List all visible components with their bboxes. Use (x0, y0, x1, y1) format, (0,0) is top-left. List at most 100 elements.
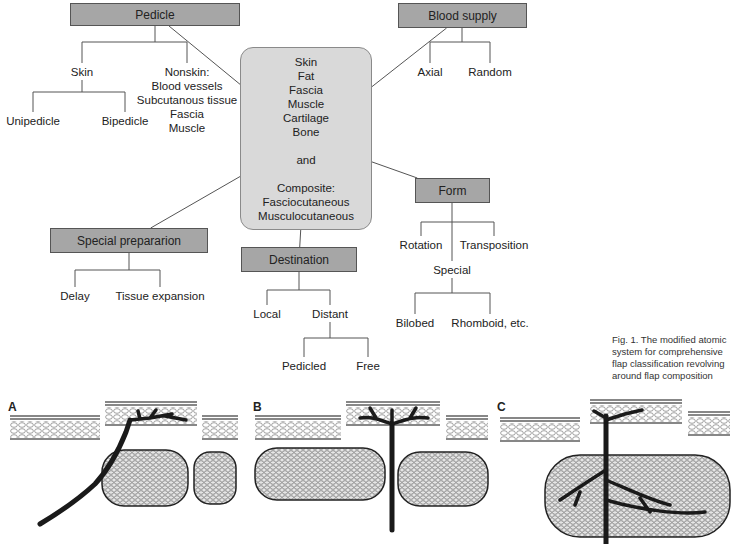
branch-label: Distant (312, 307, 348, 321)
branch-connector (151, 177, 240, 228)
blood-vessel (390, 424, 395, 530)
branch-label: Rhomboid, etc. (451, 316, 528, 330)
branch-label: Random (468, 65, 511, 79)
branch-label: Subcutanous tissue (137, 93, 237, 107)
skin-flap (105, 404, 197, 405)
skin-layer (255, 418, 341, 419)
skin-layer (688, 414, 730, 415)
node-text: Fascia (289, 83, 323, 97)
branch-label: Special (433, 263, 471, 277)
branch-label: Skin (71, 65, 93, 79)
skin-layer (10, 421, 100, 438)
node-text: Skin (295, 55, 317, 69)
node-text: Fat (298, 69, 315, 83)
skin-layer (500, 418, 580, 441)
skin-flap (346, 404, 440, 405)
node-text: Composite: (277, 181, 335, 195)
skin-flap (105, 401, 197, 402)
skin-layer (202, 415, 238, 416)
panel-a-illustration (10, 402, 238, 524)
branch-label: Pedicled (282, 359, 326, 373)
node-text: Cartilage (283, 111, 329, 125)
branch-label: Local (253, 307, 281, 321)
skin-layer (688, 411, 730, 412)
branch-label: Fascia (170, 107, 204, 121)
blood-vessel (130, 410, 186, 420)
tree-line (75, 253, 160, 287)
skin-layer (446, 438, 488, 439)
skin-layer (688, 417, 730, 434)
node-text: Fasciocutaneous (263, 195, 350, 209)
skin-layer (500, 440, 580, 441)
tree-line (415, 203, 494, 314)
skin-layer (202, 418, 238, 419)
branch-label: Blood vessels (152, 79, 223, 93)
blood-vessel (560, 410, 705, 513)
node-text: Bone (293, 125, 320, 139)
figure-caption: Fig. 1. The modified atomic system for c… (612, 334, 732, 382)
skin-layer (255, 438, 341, 439)
category-box: Destination (241, 247, 357, 272)
branch-connector (372, 162, 417, 178)
skin-layer (10, 416, 100, 439)
muscle-belly (255, 448, 385, 500)
skin-layer (255, 415, 341, 416)
node-text: Pedicle (135, 8, 174, 22)
skin-layer (688, 434, 730, 435)
skin-flap (105, 424, 197, 425)
branch-label: Delay (60, 289, 89, 303)
skin-layer (10, 418, 100, 419)
branch-label: Axial (418, 65, 443, 79)
skin-layer (500, 420, 580, 421)
skin-layer (446, 418, 488, 419)
category-box: Pedicle (70, 3, 240, 26)
muscle-flap (545, 455, 730, 537)
tree-line (430, 28, 490, 63)
skin-flap (346, 402, 440, 425)
skin-flap (105, 402, 197, 425)
panel-b-illustration (255, 402, 488, 530)
skin-flap (346, 407, 440, 424)
branch-label: Free (356, 359, 380, 373)
node-text: Muscle (288, 97, 324, 111)
skin-flap (590, 399, 682, 400)
branch-label: Rotation (400, 238, 443, 252)
branch-label: Unipedicle (6, 114, 60, 128)
connector-layer (151, 26, 447, 247)
node-text: Special prepararion (77, 234, 181, 248)
node-text: and (296, 153, 315, 167)
panel-letter: A (8, 400, 17, 414)
branch-label: Bilobed (396, 316, 434, 330)
skin-flap (590, 402, 682, 403)
node-text: Blood supply (428, 9, 497, 23)
panel-c-illustration (500, 400, 730, 544)
tree-line (33, 26, 494, 357)
panel-letter: B (253, 400, 262, 414)
skin-layer (255, 416, 341, 439)
skin-layer (10, 415, 100, 416)
skin-layer (255, 421, 341, 438)
skin-layer (202, 416, 238, 439)
skin-layer (688, 412, 730, 435)
skin-layer (446, 415, 488, 416)
node-text: Form (439, 184, 467, 198)
skin-layer (500, 423, 580, 440)
skin-flap (346, 401, 440, 402)
skin-layer (446, 421, 488, 438)
panel-letter: C (497, 400, 506, 414)
skin-layer (500, 417, 580, 418)
branch-label: Nonskin: (165, 65, 210, 79)
skin-flap (105, 407, 197, 424)
branch-connector (299, 230, 301, 247)
category-box: Special prepararion (50, 228, 208, 253)
branch-label: Tissue expansion (115, 289, 204, 303)
branch-label: Bipedicle (102, 114, 149, 128)
branch-label: Transposition (460, 238, 529, 252)
branch-label: Muscle (169, 121, 205, 135)
skin-layer (10, 438, 100, 439)
skin-layer (202, 421, 238, 438)
composition-box: SkinFatFasciaMuscleCartilageBone andCompo… (240, 47, 372, 230)
skin-layer (446, 416, 488, 439)
muscle-belly (194, 452, 236, 504)
